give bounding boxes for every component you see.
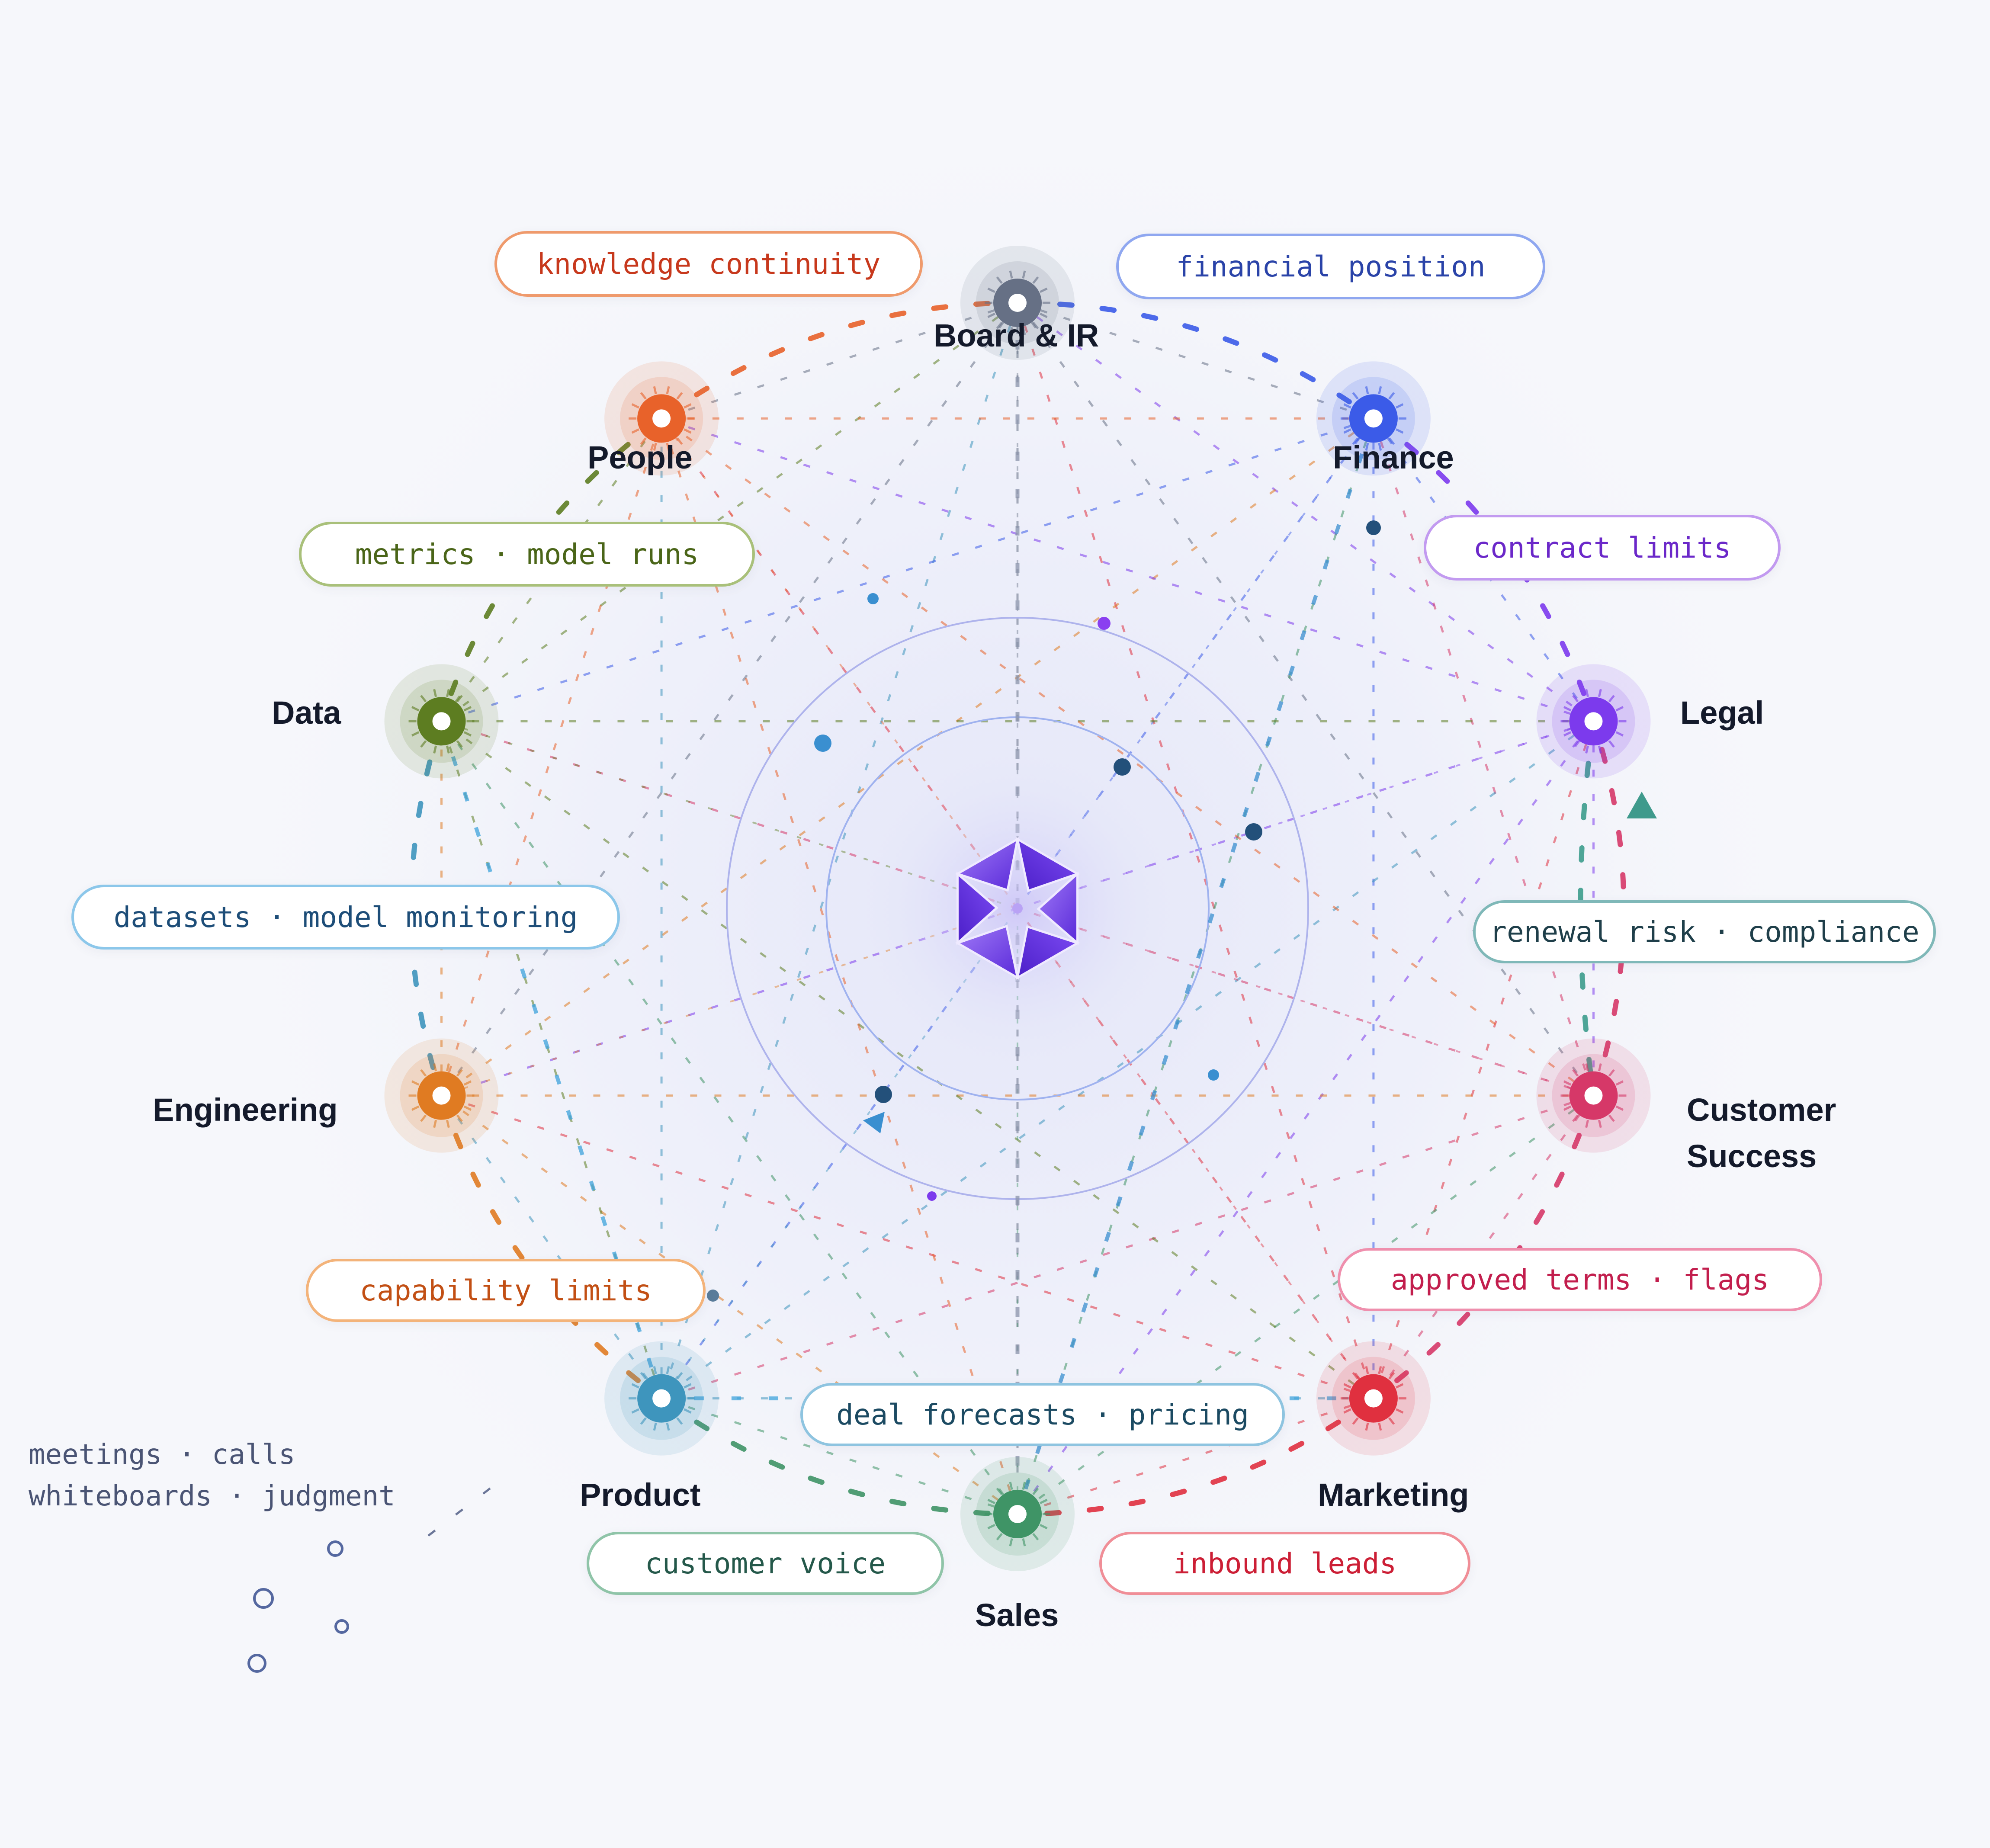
flow-arc [439, 416, 664, 724]
flow-arc [1015, 300, 1376, 421]
node-label-line-2: Success [1687, 1138, 1817, 1174]
cross-link [440, 720, 664, 1399]
data-packets [707, 520, 1657, 1302]
offline-bubbles [247, 1479, 503, 1673]
data-packet [814, 735, 831, 752]
flow-pill-capability-limits: capability limits [306, 1259, 706, 1322]
flow-arc [1371, 416, 1596, 724]
legal-node-icon[interactable] [1536, 664, 1651, 779]
data-packet [927, 1191, 937, 1201]
flow-pill-metrics-runs: metrics · model runs [299, 522, 755, 587]
node-label-board: Board & IR [934, 318, 1099, 353]
product-node-icon[interactable] [604, 1341, 719, 1456]
flow-arc [1578, 719, 1596, 1098]
flow-arc [1015, 1396, 1376, 1517]
node-label-people: People [587, 440, 693, 475]
node-label-marketing: Marketing [1318, 1477, 1469, 1513]
aperture-blade [955, 924, 1019, 980]
flow-pill-renewal-compliance: renewal risk · compliance [1473, 900, 1936, 963]
flow-pill-inbound-leads: inbound leads [1099, 1532, 1470, 1595]
data-packet [1245, 823, 1262, 841]
data-packet [1208, 1069, 1219, 1081]
offline-note-line-1: meetings · calls [29, 1439, 295, 1471]
node-label-customer-success: Customer Success [1687, 1087, 1836, 1180]
flow-pill-datasets-monitoring: datasets · model monitoring [71, 885, 620, 950]
flow-pill-financial-position: financial position [1116, 234, 1545, 299]
mesh-link [1016, 720, 1595, 1515]
mesh-link [441, 1094, 1374, 1400]
aperture-blade [1016, 837, 1080, 892]
mesh-link [440, 720, 1019, 1515]
central-hub [875, 766, 1160, 1051]
cross-link [1015, 417, 1376, 1515]
data-packet [1114, 758, 1131, 776]
flow-pill-knowledge-continuity: knowledge continuity [494, 231, 923, 297]
aperture-blade [956, 871, 998, 946]
mesh-link [440, 302, 1019, 1097]
data-packet [875, 1086, 892, 1103]
people-node-icon[interactable] [604, 361, 719, 476]
flow-pill-deal-forecasts: deal forecasts · pricing [800, 1383, 1285, 1446]
customer-success-node-icon[interactable] [1536, 1038, 1651, 1153]
data-node-icon[interactable] [384, 664, 499, 779]
flow-pill-contract-limits: contract limits [1424, 515, 1781, 581]
aperture-center [1012, 903, 1023, 914]
bubble [247, 1654, 266, 1673]
primary-flow-links [408, 300, 1627, 1517]
bubble [327, 1540, 343, 1557]
hexagon-aperture-icon [955, 837, 1080, 980]
data-packet [707, 1290, 719, 1302]
flow-arrow-icon [1627, 792, 1657, 818]
board-node-icon[interactable] [960, 246, 1075, 360]
flow-arc [1371, 1093, 1596, 1401]
offline-note-line-2: whiteboards · judgment [29, 1480, 395, 1512]
flow-arc [659, 1396, 1020, 1517]
flow-pill-customer-voice: customer voice [587, 1532, 944, 1595]
aperture-blade [955, 837, 1019, 892]
aperture-blade [1037, 871, 1079, 946]
bubble [253, 1588, 274, 1609]
node-label-product: Product [580, 1477, 701, 1513]
finance-node-icon[interactable] [1316, 361, 1431, 476]
node-label-engineering: Engineering [153, 1092, 338, 1128]
flow-pill-approved-terms: approved terms · flags [1338, 1248, 1822, 1311]
mesh-link [1016, 302, 1595, 1097]
data-packet [1366, 520, 1381, 535]
aperture-blade [1016, 925, 1080, 980]
marketing-node-icon[interactable] [1316, 1341, 1431, 1456]
mesh-link [661, 417, 1594, 722]
node-label-legal: Legal [1680, 695, 1764, 731]
bubble [334, 1619, 349, 1634]
flow-arc [659, 300, 1020, 421]
sales-node-icon[interactable] [960, 1457, 1075, 1571]
flow-arc [439, 1093, 664, 1401]
mesh-link [661, 1094, 1594, 1400]
data-packet [867, 593, 879, 604]
flow-arrow-icon [863, 1112, 885, 1133]
node-label-line-1: Customer [1687, 1092, 1836, 1128]
engineering-node-icon[interactable] [384, 1038, 499, 1153]
data-packet [1098, 617, 1111, 630]
node-label-data: Data [272, 695, 341, 731]
flow-arc [1591, 719, 1627, 1098]
flow-arc [408, 719, 444, 1098]
node-label-sales: Sales [975, 1597, 1059, 1633]
department-nodes [384, 246, 1651, 1571]
node-label-finance: Finance [1333, 440, 1454, 475]
mesh-link [441, 417, 1374, 722]
offline-sources-note: meetings · calls whiteboards · judgment [29, 1434, 395, 1517]
